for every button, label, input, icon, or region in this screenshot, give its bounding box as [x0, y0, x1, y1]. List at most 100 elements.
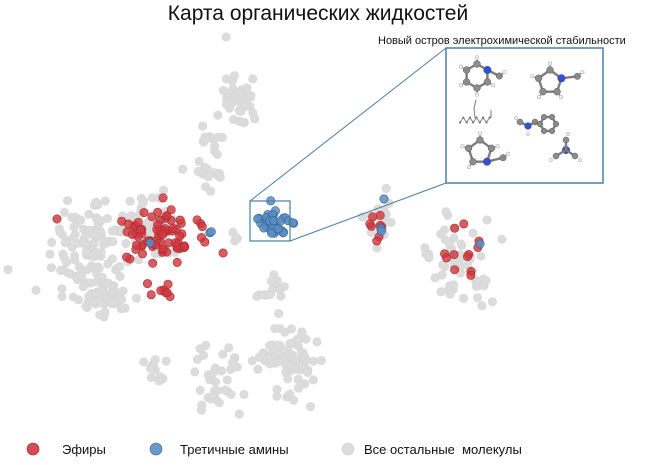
data-point-esters-591 — [466, 270, 476, 280]
data-point-other-428 — [424, 253, 434, 263]
data-point-other-95 — [79, 238, 89, 248]
data-point-other-114 — [60, 238, 70, 248]
atom-H — [547, 61, 553, 66]
data-point-other-214 — [218, 86, 228, 96]
atom-C — [553, 88, 561, 96]
data-point-other-377 — [154, 376, 164, 386]
bond — [473, 99, 477, 109]
data-point-other-77 — [82, 265, 92, 275]
data-point-other-312 — [286, 324, 296, 334]
data-point-other-116 — [62, 196, 72, 206]
data-point-other-378 — [145, 363, 155, 373]
atom-N — [524, 122, 532, 130]
data-point-esters-538 — [127, 229, 137, 239]
data-point-other-365 — [226, 389, 236, 399]
atom-C — [540, 127, 548, 134]
data-point-other-201 — [242, 83, 252, 93]
data-point-other-61 — [91, 197, 101, 207]
data-point-other-366 — [214, 398, 224, 408]
data-point-other-43 — [107, 254, 117, 264]
data-point-esters-552 — [200, 237, 210, 247]
data-point-other-97 — [3, 265, 13, 275]
data-point-other-193 — [228, 76, 238, 86]
data-point-amines-645 — [206, 227, 216, 237]
data-point-other-372 — [161, 356, 171, 366]
data-point-other-142 — [159, 185, 169, 195]
data-point-other-248 — [252, 291, 262, 301]
data-point-esters-592 — [462, 252, 472, 262]
atom-C — [462, 66, 471, 74]
data-point-other-208 — [242, 101, 252, 111]
data-point-other-358 — [222, 375, 232, 385]
data-point-other-284 — [253, 364, 263, 374]
legend-label-amines: Третичные амины — [180, 442, 289, 457]
atom-C — [485, 121, 488, 124]
data-point-other-361 — [208, 391, 218, 401]
data-point-esters-546 — [158, 244, 168, 254]
data-point-amines-641 — [376, 226, 386, 236]
data-point-other-336 — [211, 377, 221, 387]
atom-C — [548, 114, 556, 121]
data-point-other-65 — [68, 292, 78, 302]
data-point-other-89 — [115, 262, 125, 272]
atom-C — [473, 60, 481, 68]
data-point-other-364 — [220, 385, 230, 395]
data-point-esters-582 — [450, 223, 460, 233]
data-point-other-302 — [270, 323, 280, 333]
atom-C — [571, 152, 579, 160]
data-point-other-471 — [95, 310, 105, 320]
data-point-esters-565 — [180, 242, 190, 252]
data-point-other-305 — [274, 309, 284, 319]
data-point-other-108 — [70, 255, 80, 265]
data-point-other-452 — [439, 225, 449, 235]
data-point-esters-563 — [168, 223, 178, 233]
data-point-esters-575 — [375, 210, 385, 220]
data-point-other-327 — [299, 355, 309, 365]
data-point-other-105 — [108, 237, 118, 247]
data-point-esters-581 — [368, 212, 378, 222]
data-point-other-430 — [459, 293, 469, 303]
data-point-other-412 — [472, 293, 482, 303]
atom-C — [482, 116, 485, 119]
atom-H — [495, 144, 500, 149]
data-point-esters-535 — [139, 208, 149, 218]
data-point-other-259 — [312, 337, 322, 347]
atom-H — [549, 158, 553, 162]
data-point-other-441 — [468, 228, 478, 238]
atom-C — [562, 136, 570, 144]
data-point-amines-643 — [475, 239, 485, 249]
data-point-other-84 — [76, 215, 86, 225]
data-point-other-254 — [279, 282, 289, 292]
data-point-other-300 — [289, 395, 299, 405]
atom-C — [473, 84, 481, 92]
data-point-other-209 — [248, 108, 258, 118]
data-point-other-23 — [46, 263, 56, 273]
data-point-amines-642 — [379, 194, 389, 204]
data-point-other-329 — [286, 361, 296, 371]
data-point-other-256 — [266, 276, 276, 286]
legend-label-other: Все остальные молекулы — [364, 442, 522, 457]
data-point-esters-564 — [153, 220, 163, 230]
data-point-amines-634 — [253, 214, 263, 224]
bond — [473, 107, 476, 119]
atom-H — [580, 70, 585, 75]
atom-N — [483, 65, 492, 75]
data-point-esters-593 — [441, 253, 451, 263]
data-point-other-189 — [213, 110, 223, 120]
data-point-other-461 — [81, 301, 91, 311]
data-point-other-278 — [293, 374, 303, 384]
data-point-other-224 — [210, 141, 220, 151]
data-point-other-484 — [113, 295, 123, 305]
atom-N — [483, 157, 492, 166]
atom-H — [491, 83, 496, 88]
data-point-other-333 — [190, 367, 200, 377]
data-point-other-255 — [266, 289, 276, 299]
data-point-other-348 — [224, 343, 234, 353]
legend-label-esters: Эфиры — [62, 442, 106, 457]
atom-C — [462, 116, 465, 119]
data-point-other-410 — [449, 233, 459, 243]
data-point-other-490 — [231, 232, 241, 242]
data-point-other-371 — [146, 372, 156, 382]
atom-C — [483, 78, 492, 86]
data-point-other-442 — [487, 297, 497, 307]
